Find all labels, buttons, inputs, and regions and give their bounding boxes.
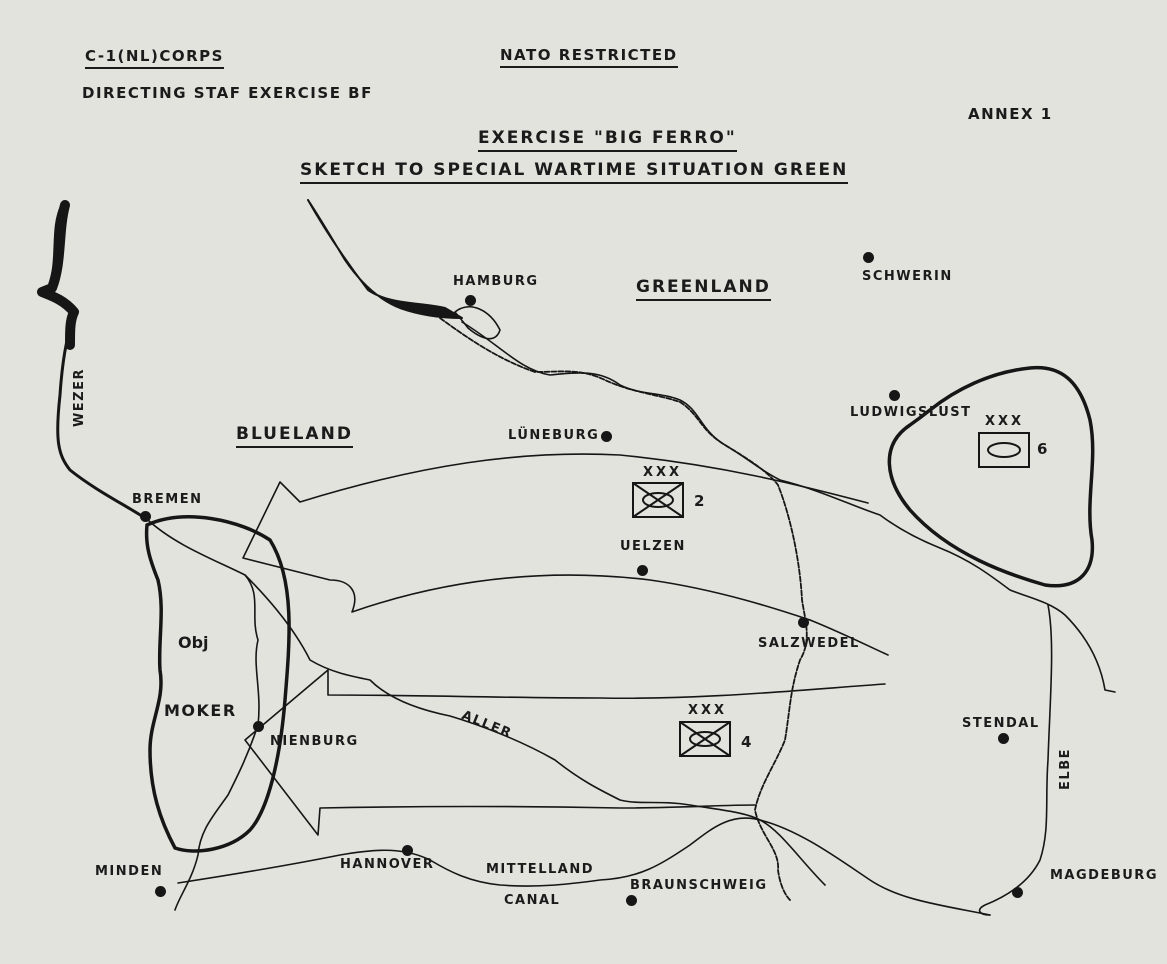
city-label-luneburg: LÜNEBURG [508,428,600,443]
river-label-elbe: ELBE [1058,748,1073,790]
city-dot-bremen [140,511,151,522]
unit-2-echelon: XXX [643,465,683,480]
city-dot-hamburg [465,295,476,306]
city-label-hamburg: HAMBURG [453,274,539,289]
city-dot-minden [155,886,166,897]
elbe-estuary [307,199,463,319]
city-label-bremen: BREMEN [132,492,203,507]
city-dot-magdeburg [1012,887,1023,898]
unit-4-symbol [679,721,731,757]
attack-arrow-south [244,669,886,836]
unit-2-symbol [632,482,684,518]
exercise-type-label: DIRECTING STAF EXERCISE BF [82,84,373,102]
elbe-river [461,321,1116,693]
mittelland-canal [177,817,991,916]
river-label-wezer: WEZER [72,368,87,428]
city-label-braunschweig: BRAUNSCHWEIG [630,878,768,893]
city-dot-luneburg [601,431,612,442]
city-label-stendal: STENDAL [962,716,1040,731]
elbe-south [978,604,1053,916]
city-dot-uelzen [637,565,648,576]
classification-label: NATO RESTRICTED [500,46,678,68]
attack-arrow-north [242,453,869,621]
objective-boundary [144,515,291,853]
weser-estuary [37,200,79,350]
city-dot-nienburg [253,721,264,732]
corps-6-area [887,365,1095,588]
unit-4-number: 4 [741,733,752,751]
objective-label-line2: MOKER [164,701,237,720]
aller-river [244,574,826,886]
unit-2-number: 2 [694,492,705,510]
city-label-minden: MINDEN [95,864,164,879]
objective-label-line1: Obj [178,633,209,652]
unit-6-echelon: XXX [985,414,1025,429]
border-line [439,317,808,901]
exercise-title: EXERCISE "BIG FERRO" [478,128,737,152]
unit-6-number: 6 [1037,440,1048,458]
unit-6-symbol [978,432,1030,468]
city-label-ludwigslust: LUDWIGSLUST [850,405,972,420]
blueland-label: BLUELAND [236,424,353,448]
city-dot-schwerin [863,252,874,263]
canal-label-line1: MITTELLAND [486,862,594,877]
city-label-nienburg: NIENBURG [270,734,359,749]
city-dot-braunschweig [626,895,637,906]
city-label-salzwedel: SALZWEDEL [758,636,860,651]
unit-4-echelon: XXX [688,703,728,718]
greenland-label: GREENLAND [636,277,771,301]
exercise-subtitle: SKETCH TO SPECIAL WARTIME SITUATION GREE… [300,160,849,184]
city-label-hannover: HANNOVER [340,857,435,872]
city-dot-stendal [998,733,1009,744]
city-dot-hannover [402,845,413,856]
city-label-schwerin: SCHWERIN [862,269,953,284]
city-label-uelzen: UELZEN [620,539,686,554]
city-dot-ludwigslust [889,390,900,401]
attack-arrow-north-lower [809,619,889,656]
city-label-magdeburg: MAGDEBURG [1050,868,1158,883]
annex-label: ANNEX 1 [968,105,1053,123]
city-dot-salzwedel [798,617,809,628]
canal-label-line2: CANAL [504,893,561,908]
corps-label: C-1(NL)CORPS [85,47,224,69]
